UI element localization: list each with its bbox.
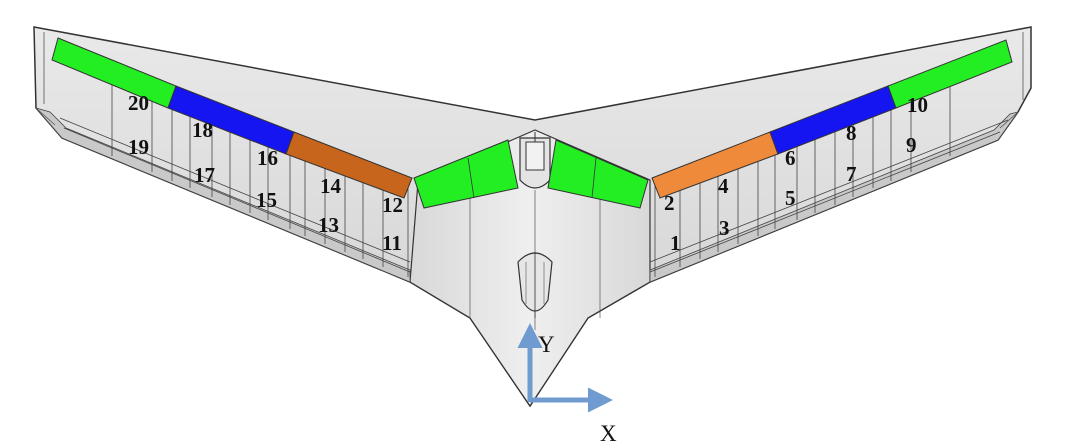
panel-number-15: 15	[256, 188, 277, 212]
panel-number-14: 14	[320, 174, 342, 198]
panel-number-12: 12	[382, 193, 403, 217]
left-inner-surface-orange	[285, 131, 413, 199]
y-axis-label: Y	[538, 332, 555, 357]
panel-number-7: 7	[846, 162, 857, 186]
control-surfaces	[51, 37, 1013, 209]
coordinate-axes: Y X	[517, 323, 617, 446]
panel-number-10: 10	[907, 93, 928, 117]
engine-nacelle	[517, 252, 553, 318]
airframe	[33, 26, 1032, 408]
panel-number-6: 6	[785, 146, 796, 170]
panel-number-5: 5	[785, 186, 796, 210]
right-trailing-edge	[649, 111, 1019, 283]
left-trailing-edge	[34, 107, 411, 283]
panel-number-3: 3	[719, 216, 730, 240]
center-right-surface-green	[547, 139, 649, 209]
panel-number-17: 17	[194, 163, 215, 187]
panel-number-4: 4	[718, 174, 729, 198]
panel-number-2: 2	[664, 191, 675, 215]
panel-number-11: 11	[382, 231, 402, 255]
center-left-surface-green	[413, 139, 519, 209]
panel-number-20: 20	[128, 91, 149, 115]
panel-number-1: 1	[670, 231, 681, 255]
panel-number-9: 9	[906, 133, 917, 157]
panel-number-13: 13	[318, 213, 339, 237]
panel-number-16: 16	[257, 146, 278, 170]
right-outer-surface-green	[887, 39, 1013, 109]
panel-number-18: 18	[192, 118, 213, 142]
x-axis-label: X	[600, 421, 617, 446]
cockpit	[519, 132, 551, 189]
panel-number-8: 8	[846, 121, 857, 145]
panel-number-19: 19	[128, 135, 149, 159]
panel-numbers: 1 2 3 4 5 6 7 8 9 10 11 12 13 14 15 16 1…	[128, 91, 928, 255]
